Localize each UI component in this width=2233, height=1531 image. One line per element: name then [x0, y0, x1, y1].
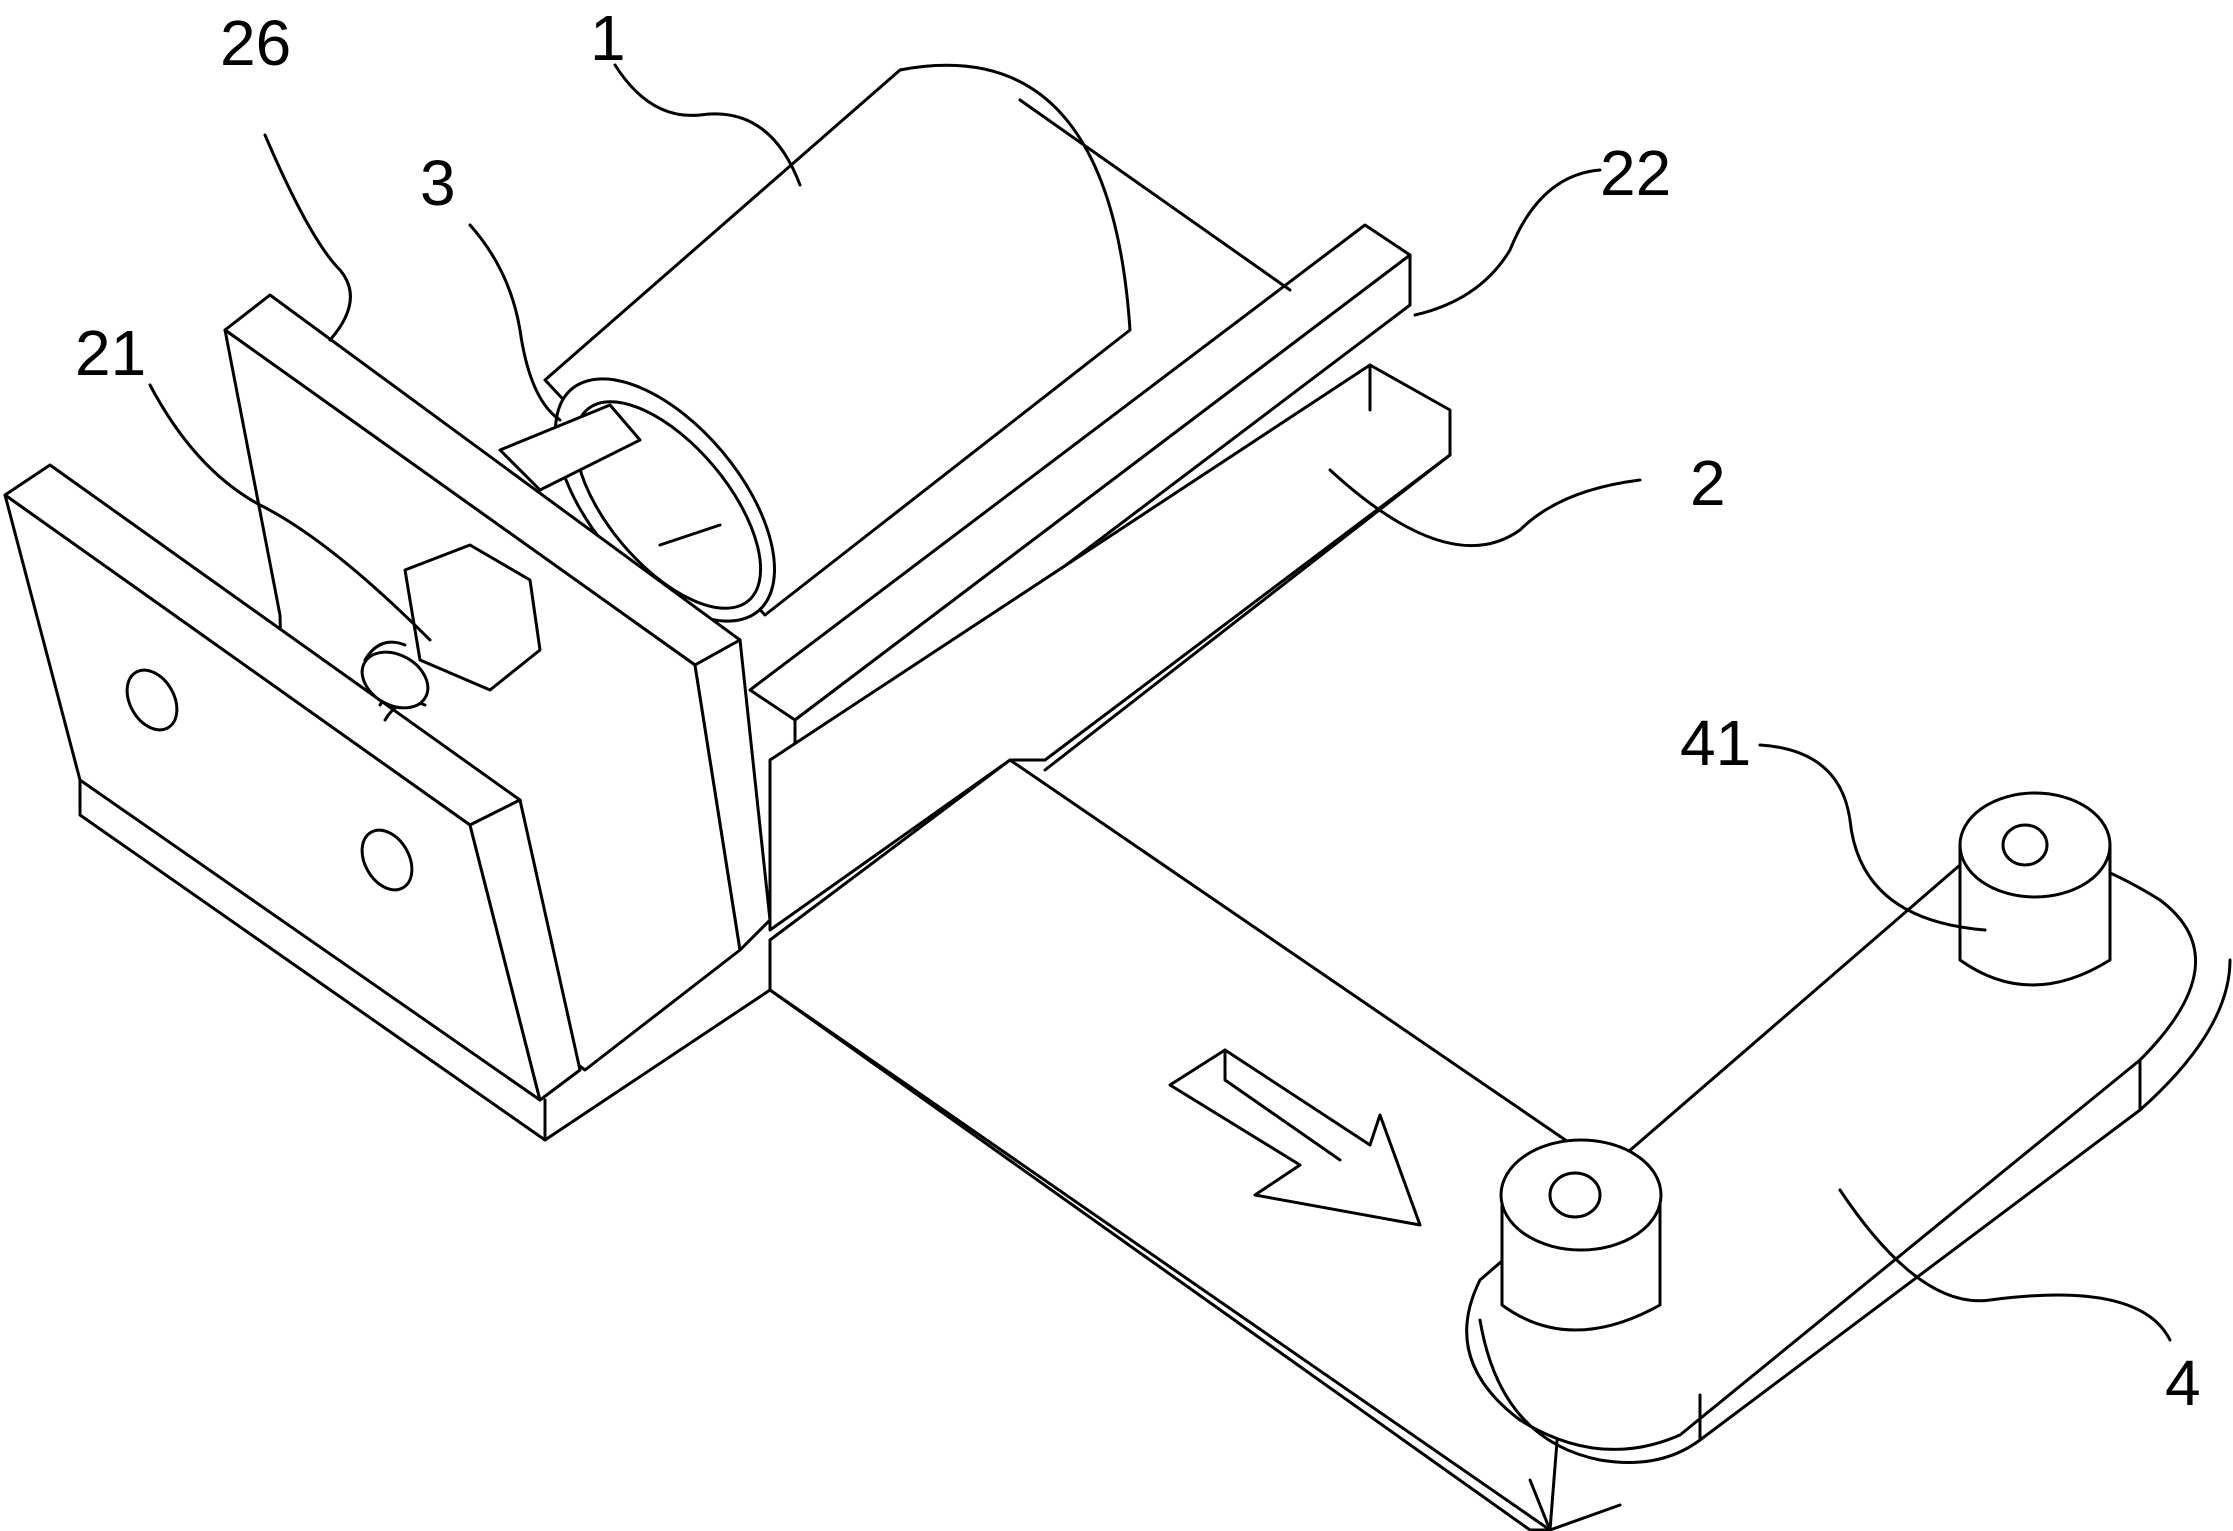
label-3: 3	[420, 147, 456, 219]
bolt-head	[403, 543, 542, 692]
guide-rails	[748, 223, 1452, 932]
slider-top	[498, 403, 642, 492]
mounting-plate	[3, 463, 772, 1142]
leader-lines	[148, 63, 2172, 1342]
direction-arrow	[1168, 1048, 1422, 1227]
leader-21	[148, 383, 432, 642]
base-plate-top	[768, 758, 1582, 1531]
leader-4	[1838, 1188, 2172, 1342]
leader-22	[1413, 168, 1602, 317]
leader-1	[613, 63, 802, 187]
pin-41-near	[1499, 1138, 1663, 1332]
cylinder-back-edge	[1018, 98, 1292, 292]
label-1: 1	[590, 2, 626, 74]
cylinder-opening-inner	[573, 400, 763, 610]
mount-plate-side	[468, 798, 582, 1102]
mount-hole-upper	[125, 668, 179, 732]
leader-26	[263, 133, 352, 342]
rail-2-body	[768, 363, 1452, 932]
slider-3	[498, 403, 722, 547]
bolt-shaft-end	[360, 650, 430, 710]
label-22: 22	[1600, 137, 1671, 209]
bracket-base-edge	[543, 938, 772, 1142]
label-26: 26	[220, 7, 291, 79]
plate-26-side	[693, 638, 772, 952]
pin-near-hole	[1548, 1171, 1602, 1219]
leader-41	[1758, 743, 1987, 932]
label-21: 21	[75, 317, 146, 389]
leader-2	[1328, 468, 1642, 548]
bolt-21	[360, 543, 542, 722]
base-plate	[768, 758, 1622, 1531]
arrow-shape	[1168, 1048, 1422, 1227]
slider-inner-edge	[658, 523, 722, 547]
mount-hole-lower	[360, 828, 414, 892]
leader-3	[468, 223, 562, 422]
base-plate-tip	[1528, 1478, 1622, 1531]
rail-2-lower-edge	[1043, 453, 1452, 772]
pin-far-hole	[2001, 823, 2049, 867]
pin-41-far	[1958, 791, 2112, 987]
mount-plate-bottom-edge	[78, 778, 547, 1142]
label-4: 4	[2165, 1347, 2201, 1419]
arrow-inner-edge	[1223, 1048, 1342, 1162]
arm-4-bottom-edge	[1478, 958, 2232, 1464]
label-2: 2	[1690, 447, 1726, 519]
reference-labels: 26 1 3 22 21 2 41 4	[75, 2, 2201, 1419]
label-41: 41	[1680, 707, 1751, 779]
base-plate-front-edge	[768, 988, 1552, 1531]
